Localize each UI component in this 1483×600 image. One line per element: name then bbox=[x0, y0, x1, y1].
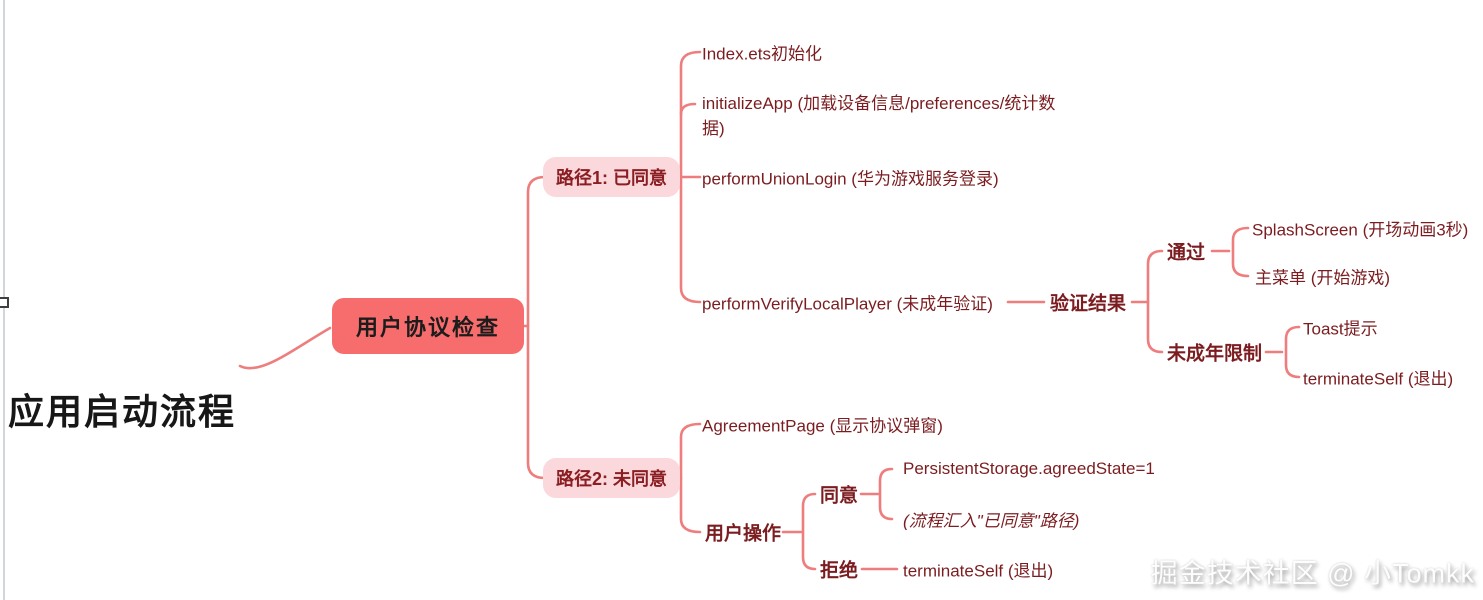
node-verify-result[interactable]: 验证结果 bbox=[1050, 293, 1127, 315]
pill-path1-agreed[interactable]: 路径1: 已同意 bbox=[543, 157, 681, 197]
node-index-ets[interactable]: Index.ets初始化 bbox=[702, 44, 822, 64]
node-verify-local-player[interactable]: performVerifyLocalPlayer (未成年验证) bbox=[702, 294, 993, 314]
node-agree[interactable]: 同意 bbox=[820, 485, 859, 507]
node-union-login[interactable]: performUnionLogin (华为游戏服务登录) bbox=[702, 169, 999, 189]
watermark: 掘金技术社区 @ 小Tomkk bbox=[1150, 558, 1475, 589]
node-terminate-restrict[interactable]: terminateSelf (退出) bbox=[1303, 369, 1454, 389]
node-merge-note[interactable]: (流程汇入"已同意"路径) bbox=[903, 511, 1080, 531]
node-user-action[interactable]: 用户操作 bbox=[705, 523, 782, 545]
node-toast[interactable]: Toast提示 bbox=[1303, 319, 1378, 339]
node-minor-restrict[interactable]: 未成年限制 bbox=[1167, 343, 1263, 365]
connector-initializeapp-stub bbox=[679, 102, 697, 116]
node-pass[interactable]: 通过 bbox=[1167, 242, 1206, 264]
node-reject[interactable]: 拒绝 bbox=[820, 560, 859, 582]
connector-path2-bracket bbox=[679, 422, 702, 534]
connector-useraction-bracket bbox=[801, 492, 817, 571]
node-persistent-storage[interactable]: PersistentStorage.agreedState=1 bbox=[903, 459, 1155, 478]
node-main-menu[interactable]: 主菜单 (开始游戏) bbox=[1255, 268, 1391, 288]
resize-handle[interactable] bbox=[0, 297, 9, 308]
node-terminate-reject[interactable]: terminateSelf (退出) bbox=[903, 561, 1054, 581]
connector-restrict-bracket bbox=[1284, 325, 1301, 379]
center-node-agreement-check[interactable]: 用户协议检查 bbox=[332, 298, 525, 354]
node-initialize-app[interactable]: initializeApp (加载设备信息/preferences/统计数 据) bbox=[702, 94, 1056, 138]
connector-path1-bracket bbox=[679, 50, 702, 304]
connector-pass-bracket bbox=[1231, 226, 1250, 278]
node-splash-screen[interactable]: SplashScreen (开场动画3秒) bbox=[1252, 220, 1469, 240]
connector-verifyresult-bracket bbox=[1146, 249, 1164, 354]
node-agreement-page[interactable]: AgreementPage (显示协议弹窗) bbox=[702, 416, 943, 436]
root-topic[interactable]: 应用启动流程 bbox=[8, 391, 237, 432]
connector-root-to-center bbox=[238, 326, 332, 370]
pill-path2-not-agreed[interactable]: 路径2: 未同意 bbox=[543, 458, 681, 498]
connector-agree-bracket bbox=[878, 467, 894, 521]
connector-trunk bbox=[526, 175, 547, 480]
